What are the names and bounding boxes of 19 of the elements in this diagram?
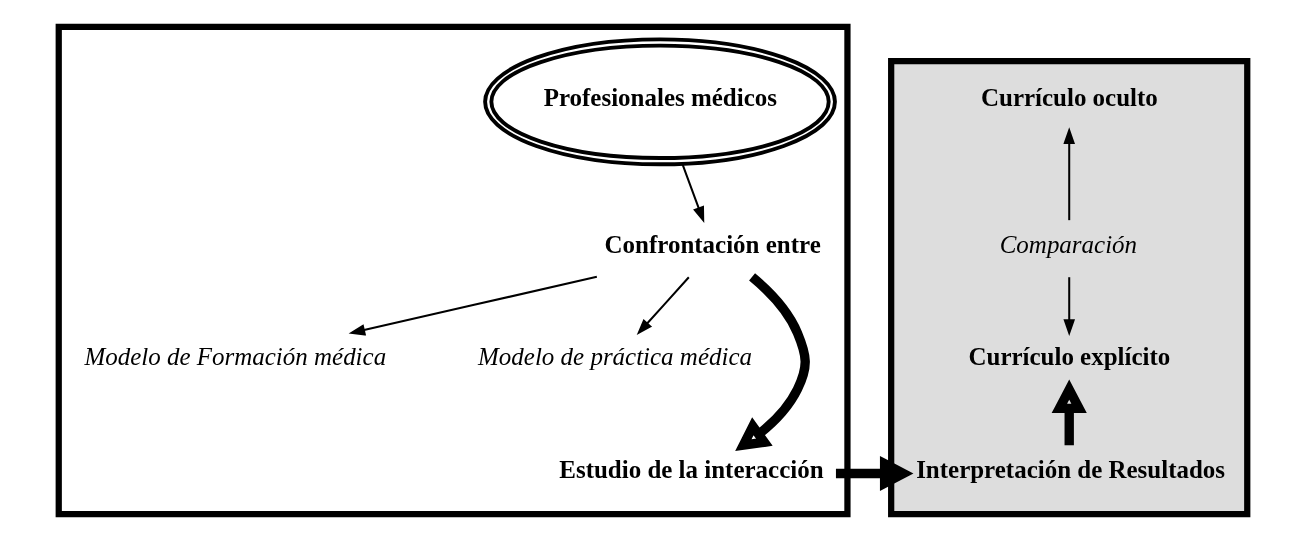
node-text: Confrontación entre (604, 231, 821, 259)
node-text: Comparación (999, 231, 1137, 259)
arrow (636, 276, 690, 336)
arrow (348, 275, 597, 336)
node-ellipse: Profesionales médicos (482, 37, 837, 167)
node-text: Modelo de Formación médica (84, 343, 386, 371)
arrow (1062, 127, 1075, 221)
node-text: Currículo explícito (967, 343, 1170, 371)
cluster (887, 58, 1250, 518)
node-text: Estudio de la interacción (558, 455, 824, 483)
arrow (680, 163, 704, 224)
arrow (1051, 379, 1087, 446)
arrow (835, 455, 913, 492)
cluster (55, 23, 851, 518)
node-text: Modelo de práctica médica (477, 343, 752, 371)
node-text: Interpretación de Resultados (915, 455, 1225, 483)
arrow (1062, 277, 1075, 336)
arrow (734, 273, 810, 452)
node-text: Currículo oculto (980, 84, 1158, 112)
